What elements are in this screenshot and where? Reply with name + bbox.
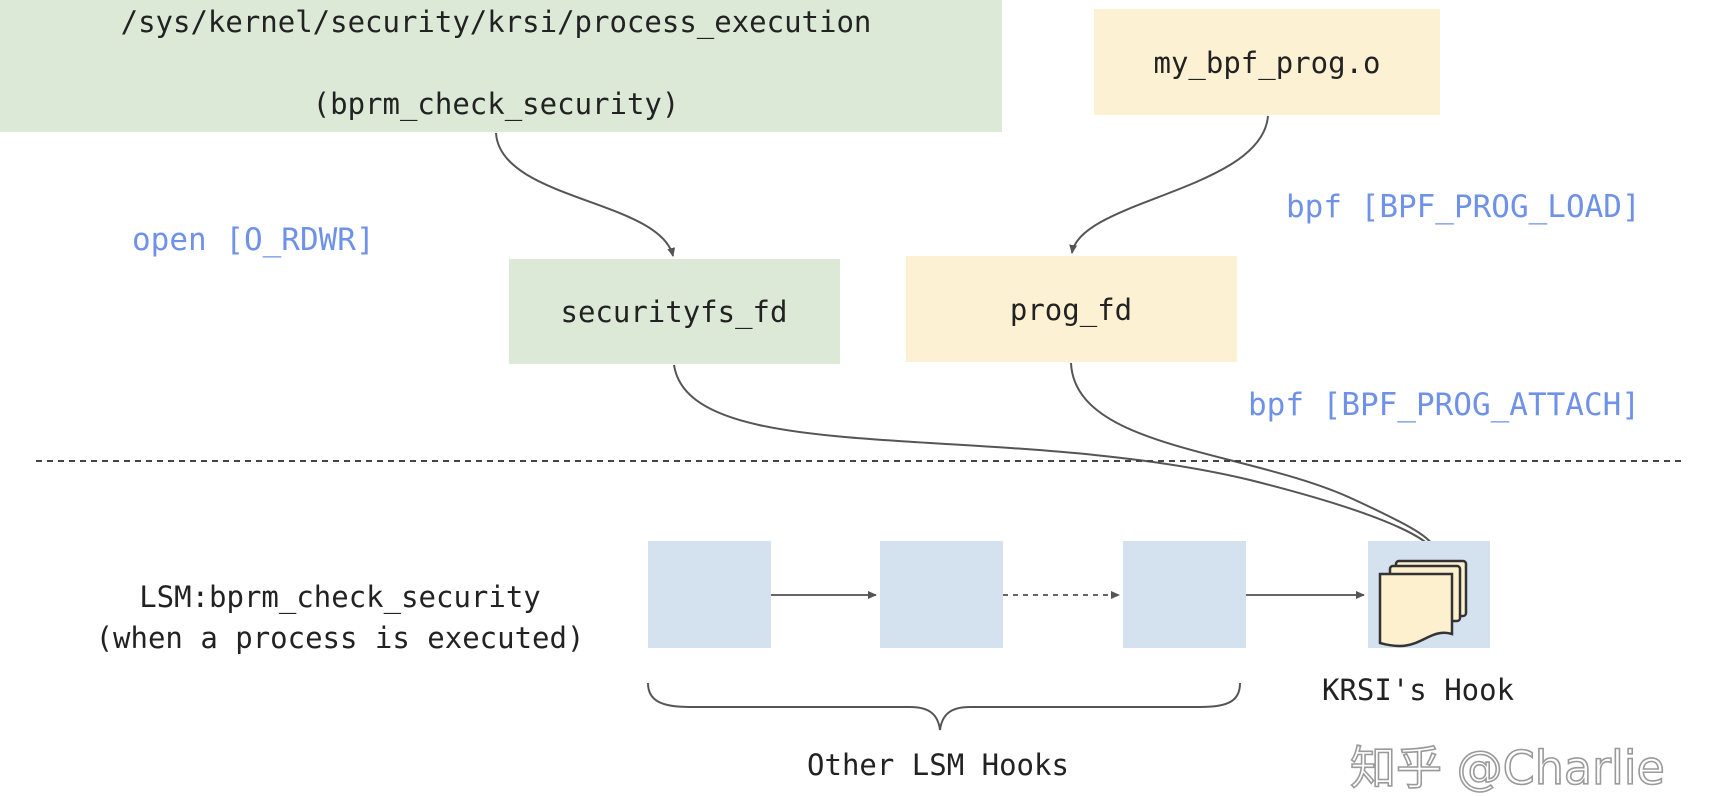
securityfs-attach-arrow (673, 364, 1436, 553)
prog-fd-label: prog_fd (1010, 293, 1132, 328)
watermark: 知乎 @Charlie (1350, 741, 1665, 795)
securityfs-fd-label: securityfs_fd (561, 295, 788, 330)
open-arrow (495, 132, 676, 257)
krsi-hook-label: KRSI's Hook (1322, 673, 1515, 707)
lsm-hook-box (1123, 541, 1246, 648)
other-hooks-label: Other LSM Hooks (807, 748, 1069, 782)
other-hooks-brace (647, 682, 1241, 731)
lsm-hook-box (880, 541, 1003, 648)
attach-call-label: bpf [BPF_PROG_ATTACH] (1248, 387, 1640, 423)
prog-fd-box (906, 256, 1237, 362)
lsm-hook-name: LSM:bprm_check_security (139, 580, 541, 615)
securityfs-hook: (bprm_check_security) (313, 87, 680, 122)
lsm-hook-box (648, 541, 771, 648)
load-call-label: bpf [BPF_PROG_LOAD] (1286, 189, 1641, 225)
bpf-object-label: my_bpf_prog.o (1154, 46, 1381, 81)
load-arrow (1069, 115, 1269, 254)
bpf-object-box (1094, 9, 1440, 115)
securityfs-file-box (0, 0, 1002, 132)
securityfs-path: /sys/kernel/security/krsi/process_execut… (121, 5, 872, 40)
securityfs-fd-box (509, 259, 840, 364)
bpf-programs-icon (1378, 559, 1468, 648)
lsm-hook-desc: (when a process is executed) (96, 621, 585, 655)
open-call-label: open [O_RDWR] (132, 222, 375, 258)
prog-attach-arrow (1070, 362, 1439, 553)
